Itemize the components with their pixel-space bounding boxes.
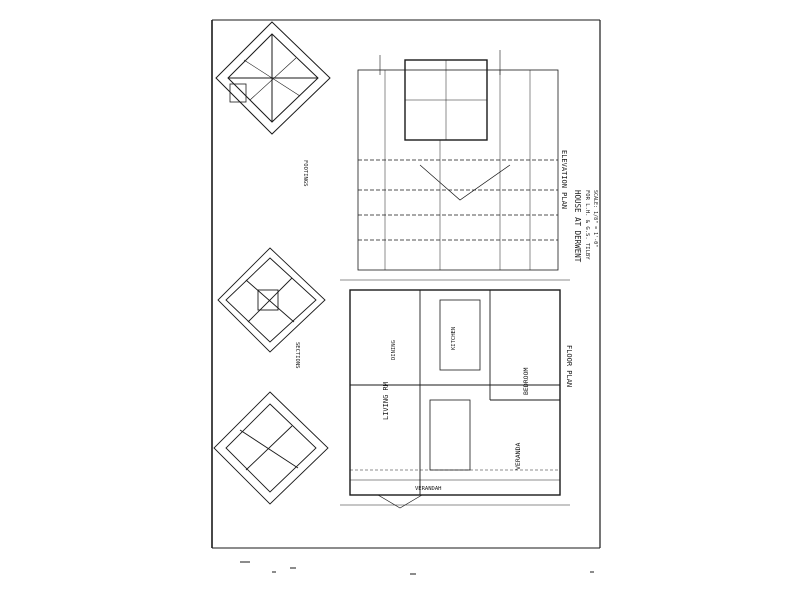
room-kitchen: KITCHEN xyxy=(451,327,457,350)
sheet-border xyxy=(211,19,601,549)
elevation-plan-title: ELEVATION PLAN xyxy=(560,150,568,209)
room-veranda: VERANDA xyxy=(514,443,522,470)
verandah-label: VERANDAH xyxy=(415,486,442,492)
section-detail-diagram xyxy=(217,247,326,353)
roof-detail-diagram xyxy=(215,21,331,135)
room-bedroom: BEDROOM xyxy=(522,368,530,395)
stray-marks xyxy=(240,561,594,575)
floor-plan-title: FLOOR PLAN xyxy=(565,345,573,387)
footings-label: FOOTINGS xyxy=(302,160,308,187)
room-dining: DINING xyxy=(391,340,397,360)
sections-label: SECTIONS xyxy=(294,342,300,369)
scale-note: SCALE: 1/8" = 1'-0" xyxy=(592,190,598,247)
house-subtitle: FOR L.H. & G.S. TILBY xyxy=(584,190,590,260)
house-title: HOUSE AT DERWENT xyxy=(573,190,582,263)
floor-plan-drawing xyxy=(340,279,570,509)
elevation-plan-drawing xyxy=(357,50,559,271)
room-living: LIVING RM xyxy=(382,382,390,420)
footing-detail-diagram xyxy=(213,391,329,505)
